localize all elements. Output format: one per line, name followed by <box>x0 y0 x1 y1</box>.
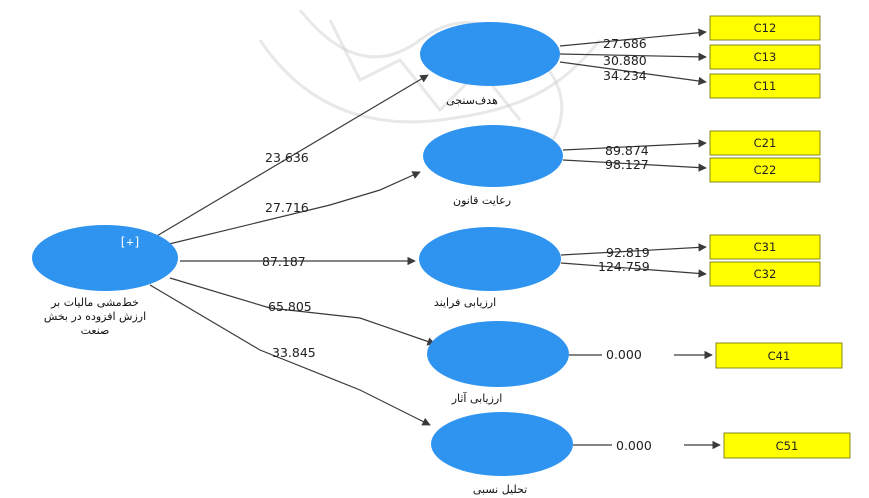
path-to-c4 <box>169 277 436 346</box>
loading-coef-c12: 27.686 <box>603 36 647 51</box>
path-to-c5 <box>149 284 431 426</box>
construct-node-c5 <box>431 412 573 476</box>
loading-edge-c31 <box>560 243 707 256</box>
construct-node-c2 <box>423 125 563 187</box>
path-to-c1 <box>149 74 429 241</box>
indicator-label-c13: C13 <box>754 50 777 64</box>
indicator-label-c11: C11 <box>754 79 777 93</box>
path-coef-c1: 23.636 <box>265 150 309 165</box>
loading-coef-c31: 92.819 <box>606 245 650 260</box>
construct-node-c4 <box>427 321 569 387</box>
indicator-label-c32: C32 <box>754 267 777 281</box>
indicator-box-c41 <box>715 342 843 369</box>
indicator-label-c51: C51 <box>776 439 799 453</box>
indicator-label-c21: C21 <box>754 136 777 150</box>
indicator-box-c31 <box>709 234 821 260</box>
construct-label-c3: ارزیابی فرایند <box>434 296 496 309</box>
construct-label-c4: ارزیابی آثار <box>451 391 503 405</box>
loading-coef-bg-c41 <box>602 345 674 363</box>
path-coef-c4: 65.805 <box>268 299 312 314</box>
construct-node-c3 <box>419 227 561 291</box>
loading-edge-c12 <box>559 28 707 47</box>
construct-label-c1: هدف‌سنجی <box>446 94 498 107</box>
indicator-box-c21 <box>709 130 821 156</box>
loading-coef-c32: 124.759 <box>598 259 650 274</box>
loading-coef-c22: 98.127 <box>605 157 649 172</box>
construct-c1: هدف‌سنجی 27.686 30.880 34.234 C12 C13 C1… <box>420 15 821 107</box>
loading-edge-c22 <box>562 159 707 172</box>
indicator-box-c51 <box>723 432 851 459</box>
path-coefficients: 23.636 27.716 87.187 65.805 33.845 <box>262 150 316 360</box>
loading-edge-c32 <box>560 262 707 278</box>
indicator-box-c32 <box>709 261 821 287</box>
indicator-box-c22 <box>709 157 821 183</box>
construct-c4: ارزیابی آثار 0.000 C41 <box>427 321 843 405</box>
indicator-label-c31: C31 <box>754 240 777 254</box>
loading-coef-bg-c51 <box>612 436 684 454</box>
indicator-box-c13 <box>709 44 821 70</box>
path-coef-c3: 87.187 <box>262 254 306 269</box>
exogenous-construct: [+] خط‌مشی مالیات بر ارزش افزوده در بخش … <box>32 225 178 337</box>
construct-label-c5: تحلیل نسبی <box>473 483 527 496</box>
exogenous-r2: [+] <box>119 235 141 249</box>
path-coef-c5: 33.845 <box>272 345 316 360</box>
loading-coef-c41: 0.000 <box>606 347 642 362</box>
loading-edge-c21 <box>562 139 707 151</box>
loading-coef-c13: 30.880 <box>603 53 647 68</box>
structural-paths <box>149 74 436 426</box>
path-to-c2 <box>164 171 421 246</box>
exogenous-label-line-1: خط‌مشی مالیات بر <box>50 296 139 309</box>
loading-edge-c13 <box>559 52 707 62</box>
construct-node-c1 <box>420 22 560 86</box>
indicator-box-c11 <box>709 73 821 99</box>
loading-edge-c11 <box>559 61 707 86</box>
construct-c5: تحلیل نسبی 0.000 C51 <box>431 412 851 496</box>
loading-coef-c51: 0.000 <box>616 438 652 453</box>
loading-coef-c11: 34.234 <box>603 68 647 83</box>
exogenous-label-line-2: ارزش افزوده در بخش <box>44 310 146 323</box>
exogenous-label-line-3: صنعت <box>81 324 110 337</box>
indicator-label-c22: C22 <box>754 163 777 177</box>
construct-c2: رعایت قانون 89.874 98.127 C21 C22 <box>423 125 821 207</box>
loading-coef-c21: 89.874 <box>605 143 649 158</box>
construct-label-c2: رعایت قانون <box>453 194 511 207</box>
exogenous-node <box>32 225 178 291</box>
indicator-label-c41: C41 <box>768 349 791 363</box>
indicator-box-c12 <box>709 15 821 41</box>
path-coef-c2: 27.716 <box>265 200 309 215</box>
construct-c3: ارزیابی فرایند 92.819 124.759 C31 C32 <box>419 227 821 309</box>
indicator-label-c12: C12 <box>754 21 777 35</box>
